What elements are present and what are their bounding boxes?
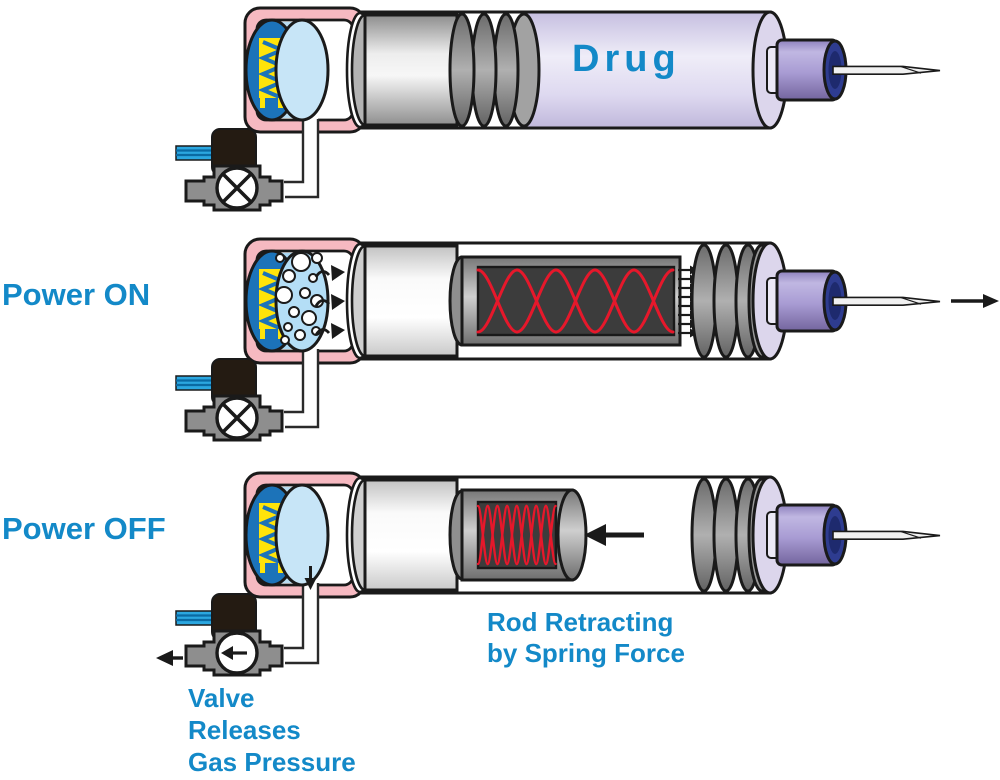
- power-off-label: Power OFF: [2, 511, 166, 546]
- gas-tube: [284, 583, 320, 665]
- needle-assembly: [765, 269, 942, 333]
- drug-label: Drug: [572, 38, 681, 80]
- syringe-state-ready: [174, 6, 942, 212]
- rod-retracting-line1: Rod Retracting: [487, 607, 674, 637]
- plunger-head: [363, 13, 459, 127]
- retract-arrow: [584, 524, 644, 546]
- valve-releases-line2: Releases: [188, 715, 301, 745]
- rod-retracting-label: Rod Retracting by Spring Force: [487, 607, 685, 669]
- gas-down-arrow: [304, 566, 317, 590]
- valve-closed-x-icon: [221, 172, 253, 204]
- gas-tube: [284, 349, 320, 429]
- vent-arrow: [156, 650, 183, 666]
- valve-open-arrow-icon: [221, 646, 247, 660]
- drug-fill: [524, 13, 768, 127]
- plunger-head: [363, 244, 459, 358]
- separator-disc: [274, 18, 330, 122]
- rod-retracting-line2: by Spring Force: [487, 638, 685, 668]
- gas-tube: [284, 119, 320, 199]
- syringe-state-power-off: [156, 471, 942, 677]
- solenoid-valve: [174, 592, 284, 677]
- plunger-head: [363, 478, 459, 592]
- needle-assembly: [765, 38, 942, 102]
- valve-releases-line1: Valve: [188, 683, 255, 713]
- valve-releases-line3: Gas Pressure: [188, 747, 356, 777]
- rod-end-cap: [556, 488, 588, 582]
- ejection-arrow: [951, 294, 999, 308]
- valve-releases-label: Valve Releases Gas Pressure: [188, 682, 356, 778]
- separator-disc: [274, 483, 330, 587]
- valve-closed-x-icon: [221, 402, 253, 434]
- gas-flow-arrows: [314, 265, 345, 339]
- needle-assembly: [765, 503, 942, 567]
- power-on-label: Power ON: [2, 277, 151, 312]
- plunger-seals: [448, 12, 520, 128]
- syringe-state-power-on: [174, 237, 999, 442]
- spring-coil-compressed: [476, 504, 557, 566]
- spring-coil-extended: [476, 268, 675, 334]
- gas-bubbles: [275, 252, 324, 345]
